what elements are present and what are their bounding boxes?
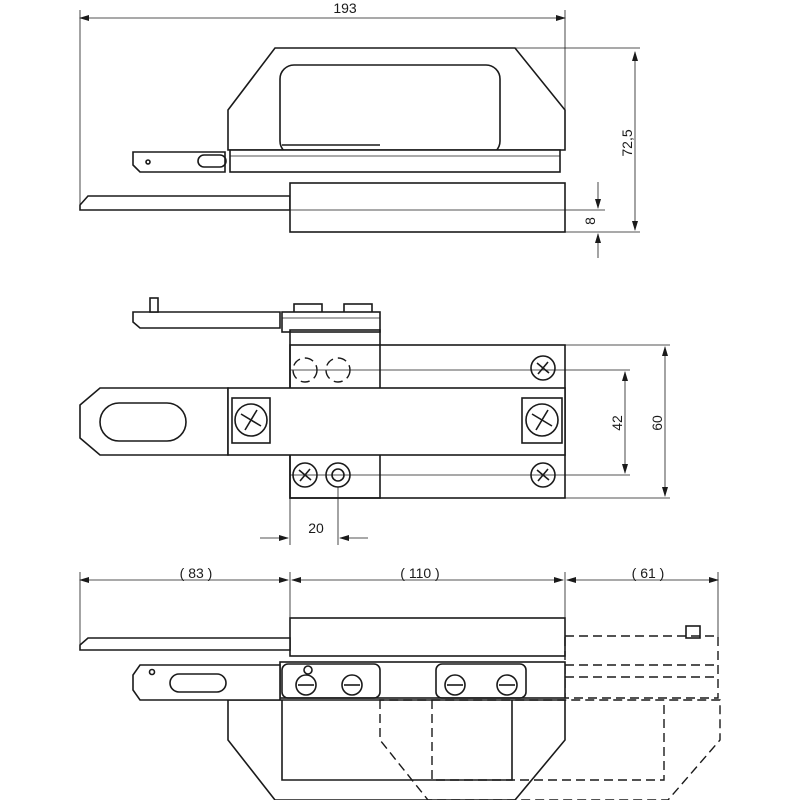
base-plate: [79, 195, 291, 211]
dimension-height: 72,5: [619, 129, 635, 156]
base-plate: [79, 637, 291, 651]
handle-body: [227, 699, 566, 800]
latch-tab: [132, 311, 281, 329]
base-block: [289, 617, 566, 657]
dimension-left-overhang: ( 83 ): [180, 565, 213, 581]
front-view: 42 60 20: [79, 297, 670, 545]
dimension-body-length: ( 110 ): [400, 565, 439, 581]
dimension-hole-spacing-horizontal: 20: [308, 520, 324, 536]
bottom-view: ( 83 ) ( 110 ) ( 61 ): [79, 565, 721, 800]
slide-bar: [279, 661, 566, 699]
latch-tab: [132, 664, 281, 701]
handle-open-position: [379, 699, 721, 800]
dimension-right-travel: ( 61 ): [632, 565, 665, 581]
handle-grip: [79, 387, 229, 456]
dimension-base-thickness: 8: [582, 217, 598, 225]
slide-bar: [229, 149, 561, 173]
dimension-overall-length: 193: [333, 0, 357, 16]
dimension-plate-height: 60: [649, 415, 665, 431]
handle-body: [227, 47, 566, 151]
top-view: 193 72,5 8: [79, 0, 640, 258]
base-block: [289, 182, 566, 233]
screw-icons: [295, 665, 518, 696]
dimension-hole-spacing-vertical: 42: [609, 415, 625, 431]
slide-bar: [227, 387, 566, 456]
